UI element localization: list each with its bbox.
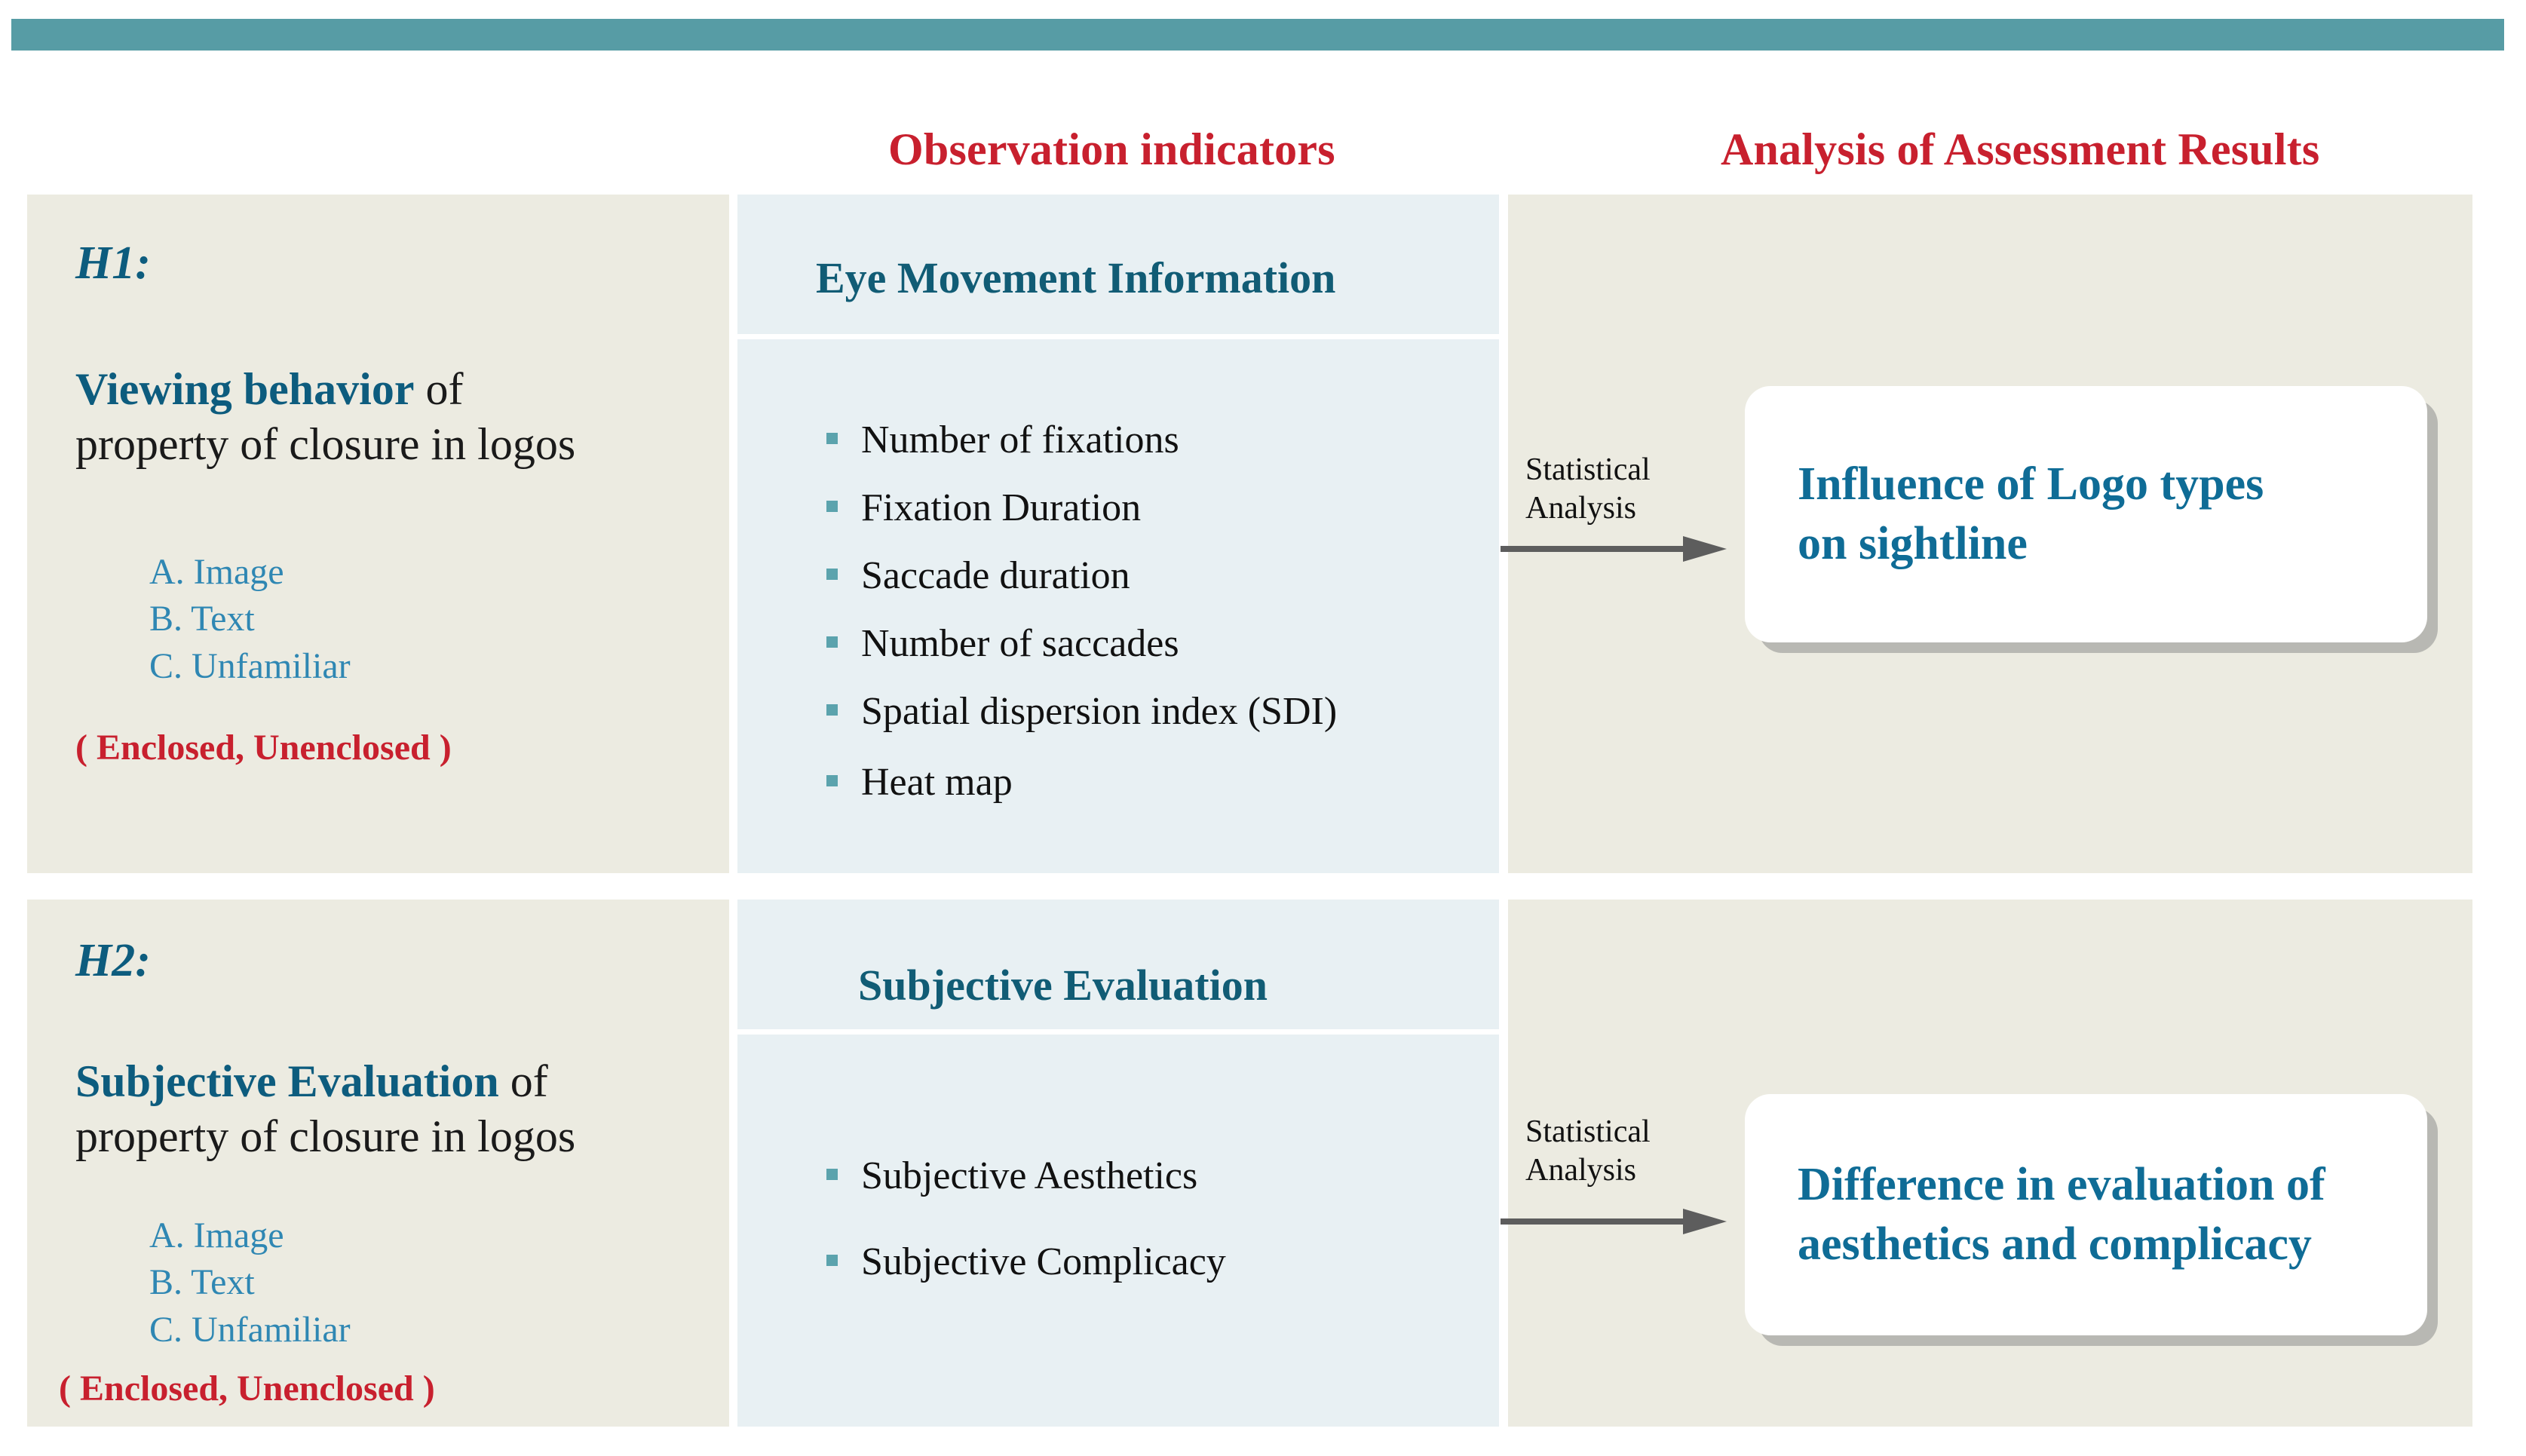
hypothesis-title-highlight-h2: Subjective Evaluation bbox=[75, 1056, 499, 1106]
arrow-label-h2: Statistical Analysis bbox=[1525, 1113, 1651, 1190]
column-header-observation-indicators: Observation indicators bbox=[888, 124, 1335, 174]
option-item: A. Image bbox=[149, 552, 284, 592]
hypothesis-options-h2: A. Image B. Text C. Unfamiliar bbox=[149, 1212, 351, 1353]
hypothesis-subline-h1: property of closure in logos bbox=[75, 419, 576, 470]
indicators-title-h2: Subjective Evaluation bbox=[858, 961, 1268, 1010]
arrow-head-icon bbox=[1683, 536, 1727, 562]
result-box-h2: Difference in evaluation of aesthetics a… bbox=[1745, 1094, 2427, 1335]
indicator-label: Number of saccades bbox=[861, 622, 1179, 665]
indicator-item: Number of fixations bbox=[822, 421, 1337, 460]
arrow-label-line-2: Analysis bbox=[1525, 1153, 1636, 1188]
top-accent-bar bbox=[11, 19, 2504, 51]
indicator-label: Subjective Complicacy bbox=[861, 1240, 1226, 1283]
result-text-h2: Difference in evaluation of aesthetics a… bbox=[1798, 1158, 2325, 1270]
hypothesis-panel-h1 bbox=[27, 195, 729, 873]
hypothesis-title-rest-h1: of bbox=[414, 364, 464, 414]
indicator-item: Saccade duration bbox=[822, 556, 1337, 596]
option-item: A. Image bbox=[149, 1215, 284, 1255]
bullet-square-icon bbox=[826, 1254, 838, 1266]
arrow-shaft bbox=[1501, 1218, 1688, 1225]
option-item: C. Unfamiliar bbox=[149, 1309, 351, 1350]
indicator-label: Number of fixations bbox=[861, 418, 1179, 461]
hypothesis-title-h2: Subjective Evaluation of property of clo… bbox=[75, 1054, 575, 1164]
hypothesis-note-h2: ( Enclosed, Unenclosed ) bbox=[59, 1369, 435, 1408]
option-item: B. Text bbox=[149, 599, 255, 639]
indicator-item: Subjective Complicacy bbox=[822, 1243, 1226, 1282]
bullet-square-icon bbox=[826, 500, 838, 512]
indicators-title-h1: Eye Movement Information bbox=[816, 253, 1336, 302]
indicator-item: Subjective Aesthetics bbox=[822, 1157, 1226, 1196]
indicator-label: Fixation Duration bbox=[861, 486, 1142, 529]
indicator-item: Fixation Duration bbox=[822, 489, 1337, 528]
arrow-label-line-1: Statistical bbox=[1525, 452, 1651, 487]
hypothesis-tag-h2: H2: bbox=[75, 935, 151, 986]
bullet-square-icon bbox=[826, 568, 838, 580]
indicators-list-panel-h2 bbox=[737, 1035, 1499, 1427]
arrow-shaft bbox=[1501, 546, 1688, 552]
column-header-analysis-of-assessment-results: Analysis of Assessment Results bbox=[1721, 124, 2320, 174]
hypothesis-options-h1: A. Image B. Text C. Unfamiliar bbox=[149, 549, 351, 690]
indicators-title-panel-h2 bbox=[737, 900, 1499, 1029]
hypothesis-subline-h2: property of closure in logos bbox=[75, 1111, 576, 1162]
result-text-h1: Influence of Logo types on sightline bbox=[1798, 458, 2264, 569]
indicator-item: Heat map bbox=[822, 763, 1337, 802]
option-item: C. Unfamiliar bbox=[149, 645, 351, 686]
indicator-label: Spatial dispersion index (SDI) bbox=[861, 690, 1338, 733]
hypothesis-tag-h1: H1: bbox=[75, 238, 151, 289]
hypothesis-title-highlight-h1: Viewing behavior bbox=[75, 364, 415, 414]
bullet-square-icon bbox=[826, 1168, 838, 1180]
statistical-analysis-arrow-h2 bbox=[1501, 1209, 1727, 1234]
arrow-label-line-2: Analysis bbox=[1525, 491, 1636, 526]
indicator-label: Heat map bbox=[861, 761, 1013, 804]
arrow-head-icon bbox=[1683, 1209, 1727, 1234]
hypothesis-title-rest-h2: of bbox=[498, 1056, 548, 1106]
hypothesis-note-h1: ( Enclosed, Unenclosed ) bbox=[75, 728, 452, 768]
result-box-h1: Influence of Logo types on sightline bbox=[1745, 386, 2427, 642]
indicator-item: Spatial dispersion index (SDI) bbox=[822, 692, 1337, 731]
indicators-bullet-list-h1: Number of fixations Fixation Duration Sa… bbox=[822, 421, 1337, 802]
hypothesis-title-h1: Viewing behavior of property of closure … bbox=[75, 362, 575, 472]
indicator-label: Subjective Aesthetics bbox=[861, 1154, 1198, 1197]
hypothesis-panel-h2 bbox=[27, 900, 729, 1427]
indicators-bullet-list-h2: Subjective Aesthetics Subjective Complic… bbox=[822, 1157, 1226, 1282]
bullet-square-icon bbox=[826, 636, 838, 648]
arrow-label-h1: Statistical Analysis bbox=[1525, 451, 1651, 528]
bullet-square-icon bbox=[826, 432, 838, 444]
option-item: B. Text bbox=[149, 1262, 255, 1303]
statistical-analysis-arrow-h1 bbox=[1501, 536, 1727, 562]
bullet-square-icon bbox=[826, 774, 838, 786]
bullet-square-icon bbox=[826, 703, 838, 716]
indicators-list-panel-h1 bbox=[737, 339, 1499, 873]
indicators-title-panel-h1 bbox=[737, 195, 1499, 334]
indicator-item: Number of saccades bbox=[822, 624, 1337, 664]
indicator-label: Saccade duration bbox=[861, 554, 1130, 597]
arrow-label-line-1: Statistical bbox=[1525, 1114, 1651, 1149]
